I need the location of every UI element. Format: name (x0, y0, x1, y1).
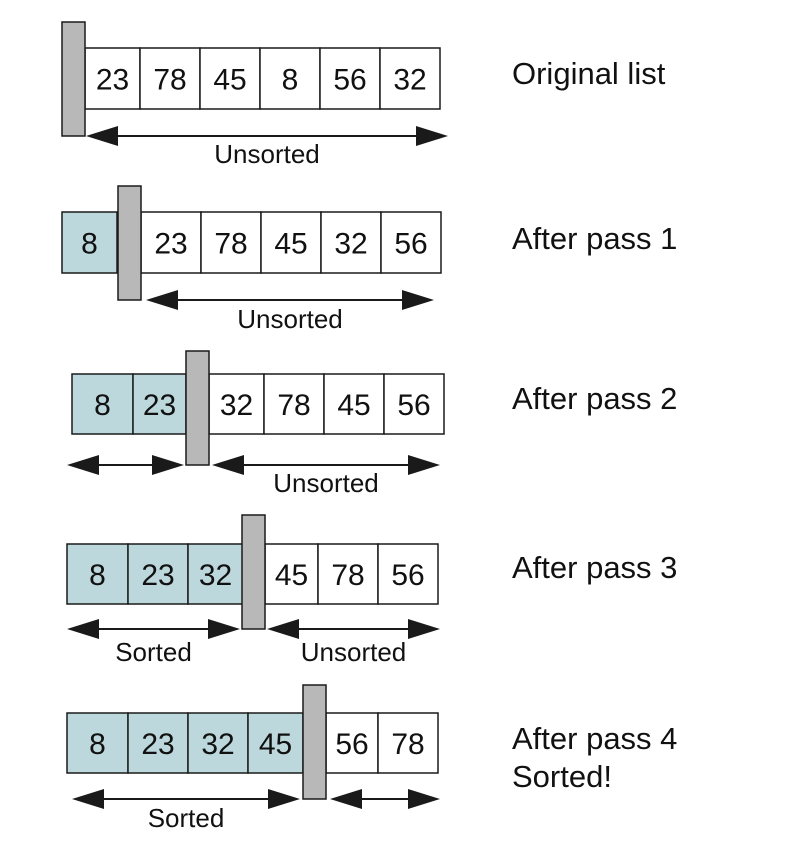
unsorted-cell-value: 23 (154, 228, 187, 261)
sorted-cell-value: 45 (259, 728, 292, 761)
sorted-cell (127, 712, 189, 774)
unsorted-cell (377, 543, 439, 605)
unsorted-cell-value: 78 (277, 389, 310, 422)
unsorted-cell-value: 78 (214, 228, 247, 261)
sorted-cell-value: 23 (141, 559, 174, 592)
unsorted-cell-value: 32 (393, 64, 426, 97)
sorted-cell (132, 373, 187, 435)
unsorted-cell-value: 8 (282, 64, 299, 97)
unsorted-cell (139, 47, 201, 110)
sorted-cell-value: 23 (143, 389, 176, 422)
unsorted-range-arrowhead-right (402, 290, 434, 310)
pass-label: After pass 3 (512, 550, 677, 585)
unsorted-range-arrowhead-left (267, 619, 299, 639)
sorted-cell-value: 8 (89, 728, 106, 761)
unsorted-range-arrowhead-left (146, 290, 178, 310)
sorted-range-arrowhead-left (72, 789, 104, 809)
sorted-cell (187, 543, 244, 605)
unsorted-range-arrowhead-right (408, 619, 440, 639)
unsorted-range-arrowhead-right (408, 789, 440, 809)
partition-divider (185, 350, 210, 466)
unsorted-cell-value: 32 (220, 389, 253, 422)
unsorted-cell-value: 45 (275, 559, 308, 592)
unsorted-range-arrowhead-right (416, 126, 448, 146)
unsorted-cell (260, 211, 322, 274)
unsorted-cell-value: 56 (391, 559, 424, 592)
sorted-range-label: Sorted (148, 803, 225, 833)
sorted-range-arrowhead-right (208, 619, 240, 639)
unsorted-cell-value: 56 (335, 728, 368, 761)
unsorted-cell-value: 78 (153, 64, 186, 97)
unsorted-cell-value: 78 (331, 559, 364, 592)
unsorted-range-label: Unsorted (237, 304, 343, 334)
unsorted-cell (325, 712, 379, 774)
sorted-cell (66, 543, 129, 605)
pass-label: Original list (512, 56, 666, 91)
unsorted-cell (380, 211, 442, 274)
unsorted-cell-value: 56 (333, 64, 366, 97)
unsorted-range-label: Unsorted (301, 637, 407, 667)
partition-divider (241, 514, 266, 630)
partition-divider (302, 684, 327, 800)
unsorted-cell-value: 45 (213, 64, 246, 97)
unsorted-cell-value: 45 (274, 228, 307, 261)
sorted-cell-value: 32 (199, 559, 232, 592)
unsorted-cell-value: 23 (96, 64, 129, 97)
partition-divider (61, 21, 86, 137)
unsorted-cell (383, 373, 445, 435)
sorted-range-arrowhead-right (268, 789, 300, 809)
sorted-cell-value: 32 (201, 728, 234, 761)
sorted-cell (247, 712, 304, 774)
sorted-range-arrowhead-left (67, 455, 99, 475)
sorted-cell (127, 543, 189, 605)
unsorted-cell (199, 47, 261, 110)
unsorted-cell (377, 712, 439, 774)
sorted-cell-value: 8 (94, 389, 111, 422)
unsorted-cell (208, 373, 265, 435)
unsorted-cell-value: 78 (391, 728, 424, 761)
sorted-range-label: Sorted (115, 637, 192, 667)
unsorted-cell-value: 56 (394, 228, 427, 261)
unsorted-cell-value: 32 (334, 228, 367, 261)
unsorted-cell (263, 373, 325, 435)
unsorted-cell (379, 47, 441, 110)
unsorted-cell (320, 211, 382, 274)
unsorted-cell (319, 47, 381, 110)
unsorted-range-label: Unsorted (214, 139, 320, 169)
sorted-range-arrowhead-left (67, 619, 99, 639)
unsorted-range-arrowhead-left (212, 455, 244, 475)
pass-label: Sorted! (512, 759, 612, 794)
sorted-cell-value: 8 (89, 559, 106, 592)
unsorted-range-arrowhead-left (330, 789, 362, 809)
unsorted-cell (200, 211, 262, 274)
sorted-cell (187, 712, 249, 774)
unsorted-cell-value: 56 (397, 389, 430, 422)
pass-label: After pass 4 (512, 721, 677, 756)
unsorted-range-arrowhead-left (86, 126, 118, 146)
sorted-cell (61, 211, 118, 274)
sorted-cell-value: 8 (81, 228, 98, 261)
unsorted-range-label: Unsorted (273, 468, 379, 498)
unsorted-cell (323, 373, 385, 435)
sorted-range-arrowhead-right (152, 455, 184, 475)
pass-label: After pass 1 (512, 221, 677, 256)
sorted-cell-value: 23 (141, 728, 174, 761)
unsorted-range-arrowhead-right (408, 455, 440, 475)
pass-label: After pass 2 (512, 381, 677, 416)
partition-divider (117, 185, 142, 301)
unsorted-cell-value: 45 (337, 389, 370, 422)
